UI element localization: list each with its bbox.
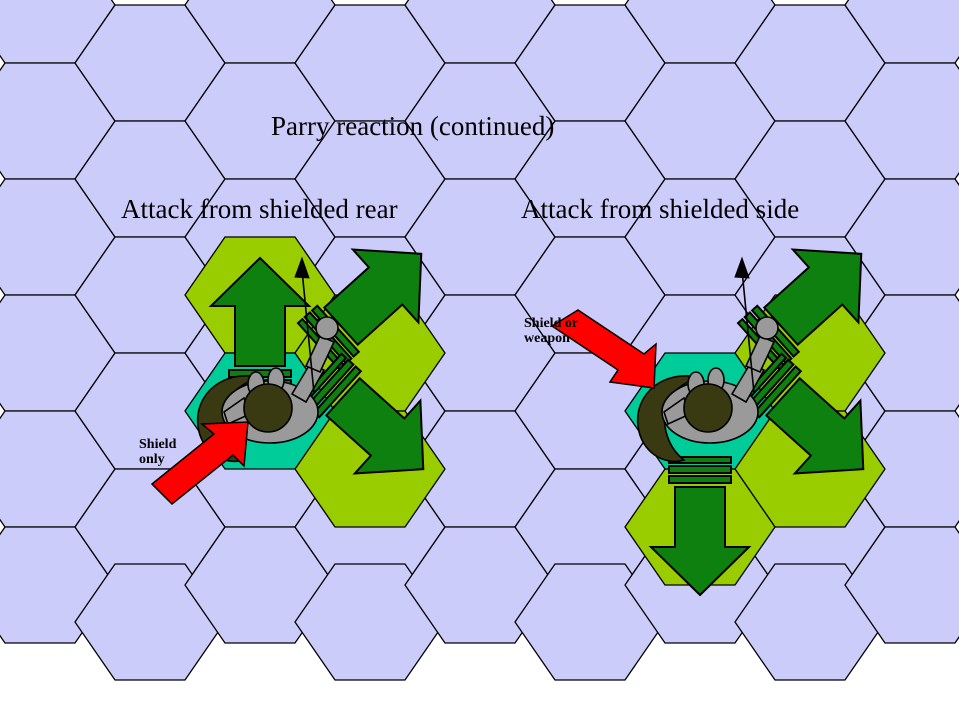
caption-left: Attack from shielded rear	[121, 194, 398, 224]
left-facing-pointer	[294, 256, 315, 394]
left-attack-label: Shield only	[139, 437, 176, 467]
caption-right: Attack from shielded side	[521, 194, 800, 224]
right-attack-label-line1: Shield or	[524, 316, 579, 331]
left-attack-label-line1: Shield	[139, 437, 177, 452]
right-facing-pointer	[734, 256, 755, 394]
right-attack-label-line2: weapon	[524, 331, 570, 346]
page-title: Parry reaction (continued)	[271, 111, 555, 141]
left-attack-label-line2: only	[139, 452, 165, 467]
right-attack-label: Shield or weapon	[524, 316, 578, 346]
